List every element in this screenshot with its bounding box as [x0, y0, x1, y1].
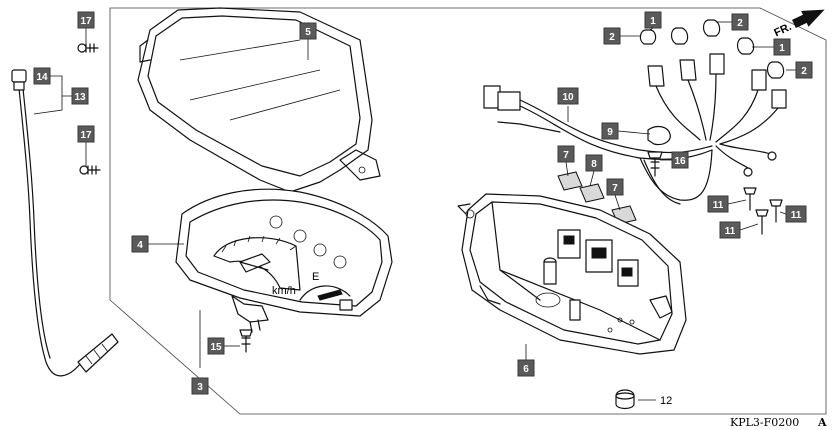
svg-text:1: 1: [650, 16, 656, 27]
svg-text:9: 9: [607, 127, 613, 138]
callout-3: 3: [191, 377, 209, 395]
callout-11-lower: 11: [719, 221, 741, 239]
callout-17-upper: 17: [77, 11, 95, 29]
callout-1-right: 1: [773, 38, 791, 56]
callout-5: 5: [299, 22, 317, 40]
callout-2-left: 2: [603, 27, 621, 45]
svg-text:15: 15: [210, 342, 222, 353]
front-direction-indicator: FR.: [772, 9, 825, 39]
screw-16: [647, 151, 663, 177]
svg-text:1: 1: [779, 43, 785, 54]
svg-text:17: 17: [80, 16, 92, 27]
callout-2-right: 2: [795, 61, 813, 79]
callout-16: 16: [671, 151, 689, 169]
svg-text:8: 8: [591, 159, 597, 170]
meter-lens-upper-case: [137, 7, 381, 193]
svg-text:14: 14: [36, 72, 48, 83]
callout-7-lower: 7: [606, 178, 624, 196]
callout-11-right: 11: [785, 205, 807, 223]
svg-text:2: 2: [737, 18, 743, 29]
callout-14: 14: [33, 67, 51, 85]
svg-text:7: 7: [612, 183, 618, 194]
assembly-frame: [109, 7, 827, 415]
svg-text:2: 2: [609, 32, 615, 43]
callout-6: 6: [517, 359, 535, 377]
harness-clip: [647, 125, 671, 146]
svg-text:16: 16: [674, 156, 686, 167]
front-direction-label: FR.: [772, 21, 793, 39]
callout-10: 10: [557, 87, 579, 105]
grommet-12: [615, 389, 635, 410]
meter-lower-case: [457, 193, 687, 355]
svg-text:13: 13: [74, 92, 86, 103]
callout-7-upper: 7: [557, 145, 575, 163]
screw-15: [239, 329, 253, 353]
svg-text:2: 2: [801, 66, 807, 77]
svg-text:11: 11: [791, 210, 802, 221]
screws-11: [743, 187, 783, 235]
callout-15: 15: [207, 337, 225, 355]
leader-lines: [33, 21, 796, 401]
wire-harness: [483, 85, 713, 205]
svg-text:3: 3: [197, 382, 203, 393]
svg-text:11: 11: [725, 226, 736, 237]
callout-11-upper: 11: [707, 195, 729, 213]
reference-suffix: A: [817, 416, 827, 429]
speed-unit-label: km/h: [272, 285, 296, 297]
callout-4: 4: [131, 235, 149, 253]
fuel-empty-mark: E: [312, 271, 319, 283]
callout-9: 9: [601, 122, 619, 140]
svg-text:11: 11: [713, 200, 724, 211]
screw-17-lower: [79, 165, 101, 175]
callout-1-left: 1: [644, 11, 662, 29]
svg-text:17: 17: [80, 130, 92, 141]
svg-text:7: 7: [563, 150, 569, 161]
svg-text:6: 6: [523, 364, 529, 375]
bulbs-and-sockets: [639, 19, 787, 177]
callout-17-lower: 17: [77, 125, 95, 143]
reference-code: KPL3-F0200: [730, 416, 799, 429]
callout-8: 8: [585, 154, 603, 172]
svg-text:4: 4: [137, 240, 143, 251]
cushion-pads: [557, 171, 637, 225]
callout-2-top: 2: [731, 13, 749, 31]
callout-13: 13: [71, 87, 89, 105]
meter-panel: km/h E: [175, 188, 393, 333]
svg-text:10: 10: [562, 92, 574, 103]
label-12: 12: [660, 395, 672, 407]
speedometer-cable: [11, 69, 119, 377]
screw-17-upper: [77, 43, 99, 53]
svg-text:5: 5: [305, 27, 311, 38]
